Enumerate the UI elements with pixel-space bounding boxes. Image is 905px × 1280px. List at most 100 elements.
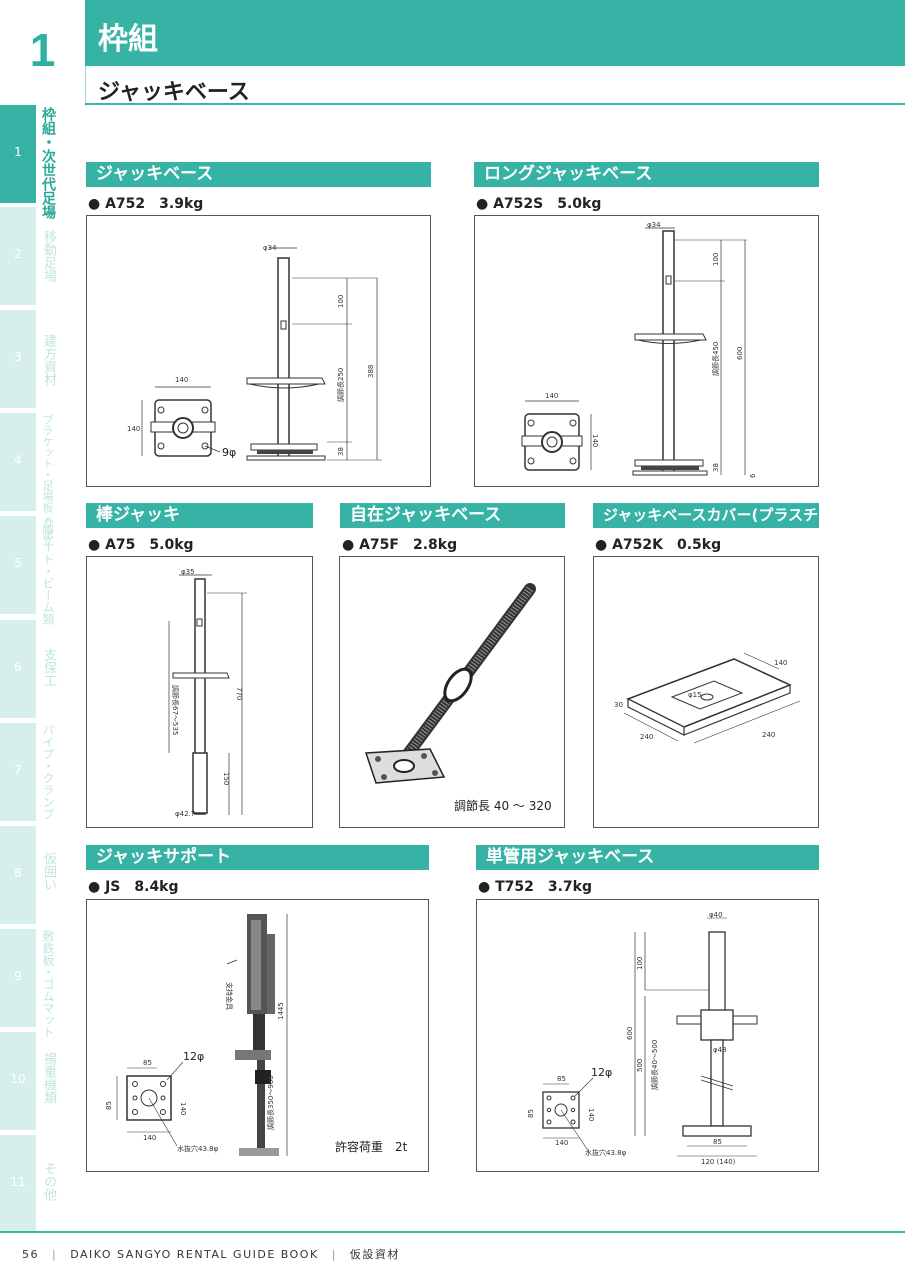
dim-label: 140 bbox=[555, 1139, 568, 1147]
dim-label: φ34 bbox=[647, 221, 661, 229]
dim-label: 38 bbox=[712, 463, 720, 472]
dim-label: φ40 bbox=[709, 911, 723, 919]
dim-label: 調節長67〜535 bbox=[171, 685, 180, 735]
dim-label: 140 bbox=[545, 392, 558, 400]
dim-label: 140 bbox=[127, 425, 140, 433]
dim-label: 85 bbox=[143, 1059, 152, 1067]
dim-label: φ42.7 bbox=[175, 810, 195, 818]
sidebar-tab-label: サポート・ビーム類 bbox=[41, 517, 55, 625]
dim-label: 140 bbox=[143, 1134, 156, 1142]
chapter-number: 1 bbox=[29, 24, 56, 76]
section-name: 仮設資材 bbox=[349, 1248, 400, 1261]
dim-label: 100 bbox=[636, 957, 644, 970]
sidebar-tab-label: ブラケット・足場板・脚立 bbox=[41, 414, 54, 546]
dim-label: φ48 bbox=[713, 1046, 727, 1054]
product-diagram: 140 140 9φ φ34 100 調節長250 388 38 bbox=[86, 215, 431, 487]
sidebar-tab-number: 8 bbox=[14, 866, 22, 880]
dim-label: 120 (140) bbox=[701, 1158, 736, 1166]
sidebar-tab-number: 2 bbox=[14, 247, 22, 261]
sidebar-tab-1[interactable]: 1 bbox=[0, 105, 36, 203]
dim-label: 140 bbox=[587, 1108, 595, 1121]
dim-label: 85 bbox=[557, 1075, 566, 1083]
sidebar-tab-label: 敷鉄板・ゴムマット bbox=[41, 930, 55, 1038]
sidebar-tab-11[interactable]: 11 bbox=[0, 1135, 36, 1231]
dim-label: 調節長350〜900 bbox=[266, 1075, 275, 1130]
product-diagram: 140 140 φ34 100 調節長450 600 38 6 bbox=[474, 215, 819, 487]
dim-label: 調節長40〜500 bbox=[650, 1040, 659, 1090]
section-heading: ジャッキベース bbox=[86, 162, 431, 187]
section-heading: 単管用ジャッキベース bbox=[476, 845, 819, 870]
product-diagram: 85 85 140 140 12φ 水抜穴43.8φ 支持金具 1445 調節長… bbox=[86, 899, 429, 1172]
sidebar-tab-number: 1 bbox=[14, 145, 22, 159]
section-heading: 自在ジャッキベース bbox=[340, 503, 565, 528]
dim-label: 85 bbox=[105, 1101, 113, 1110]
dim-label: 140 bbox=[774, 659, 787, 667]
sidebar-tab-3[interactable]: 3 bbox=[0, 310, 36, 408]
sidebar-tab-2[interactable]: 2 bbox=[0, 207, 36, 305]
sidebar-tab-label: 揚重機類 bbox=[41, 1052, 56, 1104]
model-spec: ● JS 8.4kg bbox=[88, 879, 179, 895]
dim-label: φ15 bbox=[688, 691, 702, 699]
sidebar-tab-number: 5 bbox=[14, 556, 22, 570]
section-heading: ジャッキサポート bbox=[86, 845, 429, 870]
sidebar-tab-number: 3 bbox=[14, 350, 22, 364]
section-heading: ジャッキベースカバー(プラスチック) bbox=[593, 503, 819, 549]
section-heading: 棒ジャッキ bbox=[86, 503, 313, 528]
divider bbox=[85, 66, 86, 106]
dim-label: 9φ bbox=[222, 446, 236, 459]
dim-label: 240 bbox=[640, 733, 653, 741]
sidebar-tab-6[interactable]: 6 bbox=[0, 620, 36, 718]
load-note: 許容荷重 2t bbox=[335, 1140, 408, 1154]
model-spec: ● A752K 0.5kg bbox=[595, 537, 722, 553]
sidebar-tab-label: 移動足場 bbox=[41, 230, 56, 282]
page-title: 枠組 bbox=[98, 22, 158, 57]
sidebar-tab-number: 11 bbox=[10, 1175, 26, 1189]
sidebar-tab-8[interactable]: 8 bbox=[0, 826, 36, 924]
product-diagram: 調節長 40 〜 320 bbox=[339, 556, 565, 828]
bar-jack-drawing: φ35 調節長67〜535 770 150 φ42.7 bbox=[168, 568, 247, 818]
sidebar-tab-label: 枠組・次世代足場 bbox=[40, 107, 56, 219]
dim-label: 12φ bbox=[183, 1050, 204, 1063]
sidebar-tab-label: パイプ・クランプ bbox=[41, 724, 55, 820]
sidebar-tab-5[interactable]: 5 bbox=[0, 516, 36, 614]
jack-support-drawing: 85 85 140 140 12φ 水抜穴43.8φ 支持金具 1445 調節長… bbox=[105, 914, 288, 1156]
sidebar-tab-7[interactable]: 7 bbox=[0, 723, 36, 821]
single-pipe-jack-base-drawing: 85 85 140 140 12φ 水抜穴43.8φ φ40 600 100 5… bbox=[527, 911, 758, 1166]
jack-base-drawing: 140 140 9φ φ34 100 調節長250 388 38 bbox=[127, 244, 382, 461]
dim-label: φ35 bbox=[181, 568, 195, 576]
dim-label: 12φ bbox=[591, 1066, 612, 1079]
dim-label: 388 bbox=[367, 365, 375, 378]
dim-label: 85 bbox=[527, 1109, 535, 1118]
dim-label: 140 bbox=[591, 434, 599, 447]
dim-label: 600 bbox=[736, 347, 744, 360]
dim-label: 水抜穴43.8φ bbox=[585, 1148, 627, 1157]
dim-label: φ34 bbox=[263, 244, 277, 252]
subtitle-underline bbox=[85, 103, 905, 105]
dim-label: 6 bbox=[749, 473, 757, 478]
dim-label: 140 bbox=[175, 376, 188, 384]
sidebar-tab-label: 仮囲い bbox=[41, 852, 56, 891]
sidebar-tab-10[interactable]: 10 bbox=[0, 1032, 36, 1130]
dim-label: 調節長250 bbox=[336, 368, 345, 402]
long-jack-base-drawing: 140 140 φ34 100 調節長450 600 38 6 bbox=[521, 221, 757, 478]
dim-label: 100 bbox=[337, 295, 345, 308]
page-subtitle: ジャッキベース bbox=[98, 80, 250, 105]
section-heading: ロングジャッキベース bbox=[474, 162, 819, 187]
footer-line bbox=[0, 1231, 905, 1233]
product-diagram: φ35 調節長67〜535 770 150 φ42.7 bbox=[86, 556, 313, 828]
sidebar-tab-number: 7 bbox=[14, 763, 22, 777]
dim-label: 85 bbox=[713, 1138, 722, 1146]
dim-label: 600 bbox=[626, 1027, 634, 1040]
sidebar-tab-label: 建方資材 bbox=[41, 334, 56, 386]
sidebar-tab-4[interactable]: 4 bbox=[0, 413, 36, 511]
dim-label: 水抜穴43.8φ bbox=[177, 1144, 219, 1153]
product-diagram: 85 85 140 140 12φ 水抜穴43.8φ φ40 600 100 5… bbox=[476, 899, 819, 1172]
dim-label: 150 bbox=[222, 772, 230, 785]
sidebar-tab-label: その他 bbox=[41, 1162, 56, 1201]
dim-label: 240 bbox=[762, 731, 775, 739]
dim-label: 100 bbox=[712, 253, 720, 266]
model-spec: ● A75 5.0kg bbox=[88, 537, 194, 553]
model-spec: ● A752S 5.0kg bbox=[476, 196, 602, 212]
sidebar-tab-9[interactable]: 9 bbox=[0, 929, 36, 1027]
dim-label: 1445 bbox=[277, 1002, 285, 1020]
